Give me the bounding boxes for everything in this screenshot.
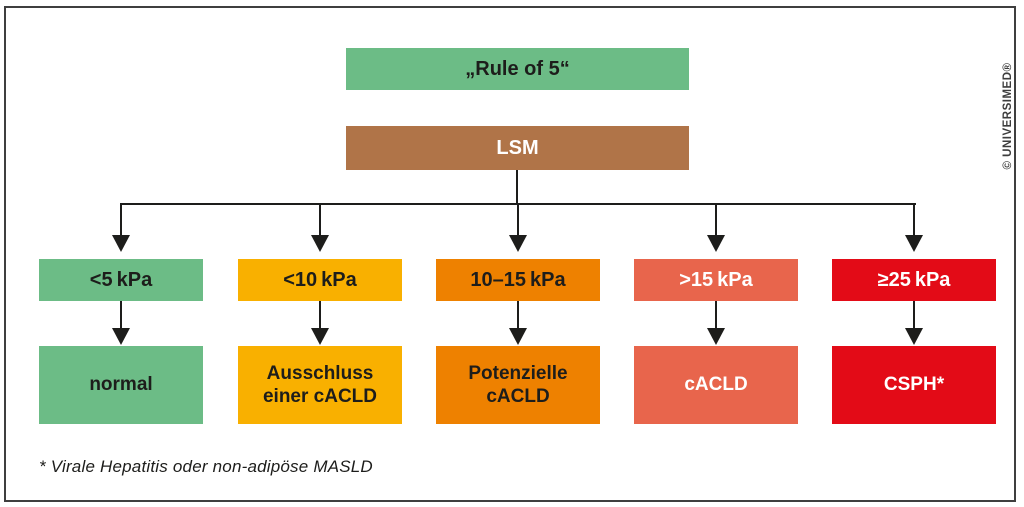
result-box-ausschluss-cacld: Ausschluss einer cACLD [238,346,402,424]
rule-of-5-box: „Rule of 5“ [346,48,689,90]
arrow-down-icon [311,203,329,252]
arrow-down-icon [707,203,725,252]
publisher-watermark: © UNIVERSIMED® [1002,62,1014,170]
result-box-csph: CSPH* [832,346,996,424]
kpa-box-10-15: 10–15 kPa [436,259,600,301]
lsm-connector-line [516,170,518,204]
arrow-down-icon [112,203,130,252]
kpa-box-gt15: >15 kPa [634,259,798,301]
result-box-normal: normal [39,346,203,424]
arrow-down-icon [311,301,329,345]
arrow-down-icon [112,301,130,345]
arrow-down-icon [905,203,923,252]
arrow-down-icon [509,301,527,345]
lsm-box: LSM [346,126,689,170]
result-box-potenzielle-cacld: Potenzielle cACLD [436,346,600,424]
arrow-down-icon [509,203,527,252]
arrow-down-icon [905,301,923,345]
footnote: * Virale Hepatitis oder non-adipöse MASL… [39,457,373,476]
arrow-down-icon [707,301,725,345]
kpa-box-ge25: ≥25 kPa [832,259,996,301]
kpa-box-lt10: <10 kPa [238,259,402,301]
diagram-frame: „Rule of 5“ LSM <5 kPa <10 kPa 10–15 kPa… [4,6,1016,502]
result-box-cacld: cACLD [634,346,798,424]
kpa-box-lt5: <5 kPa [39,259,203,301]
